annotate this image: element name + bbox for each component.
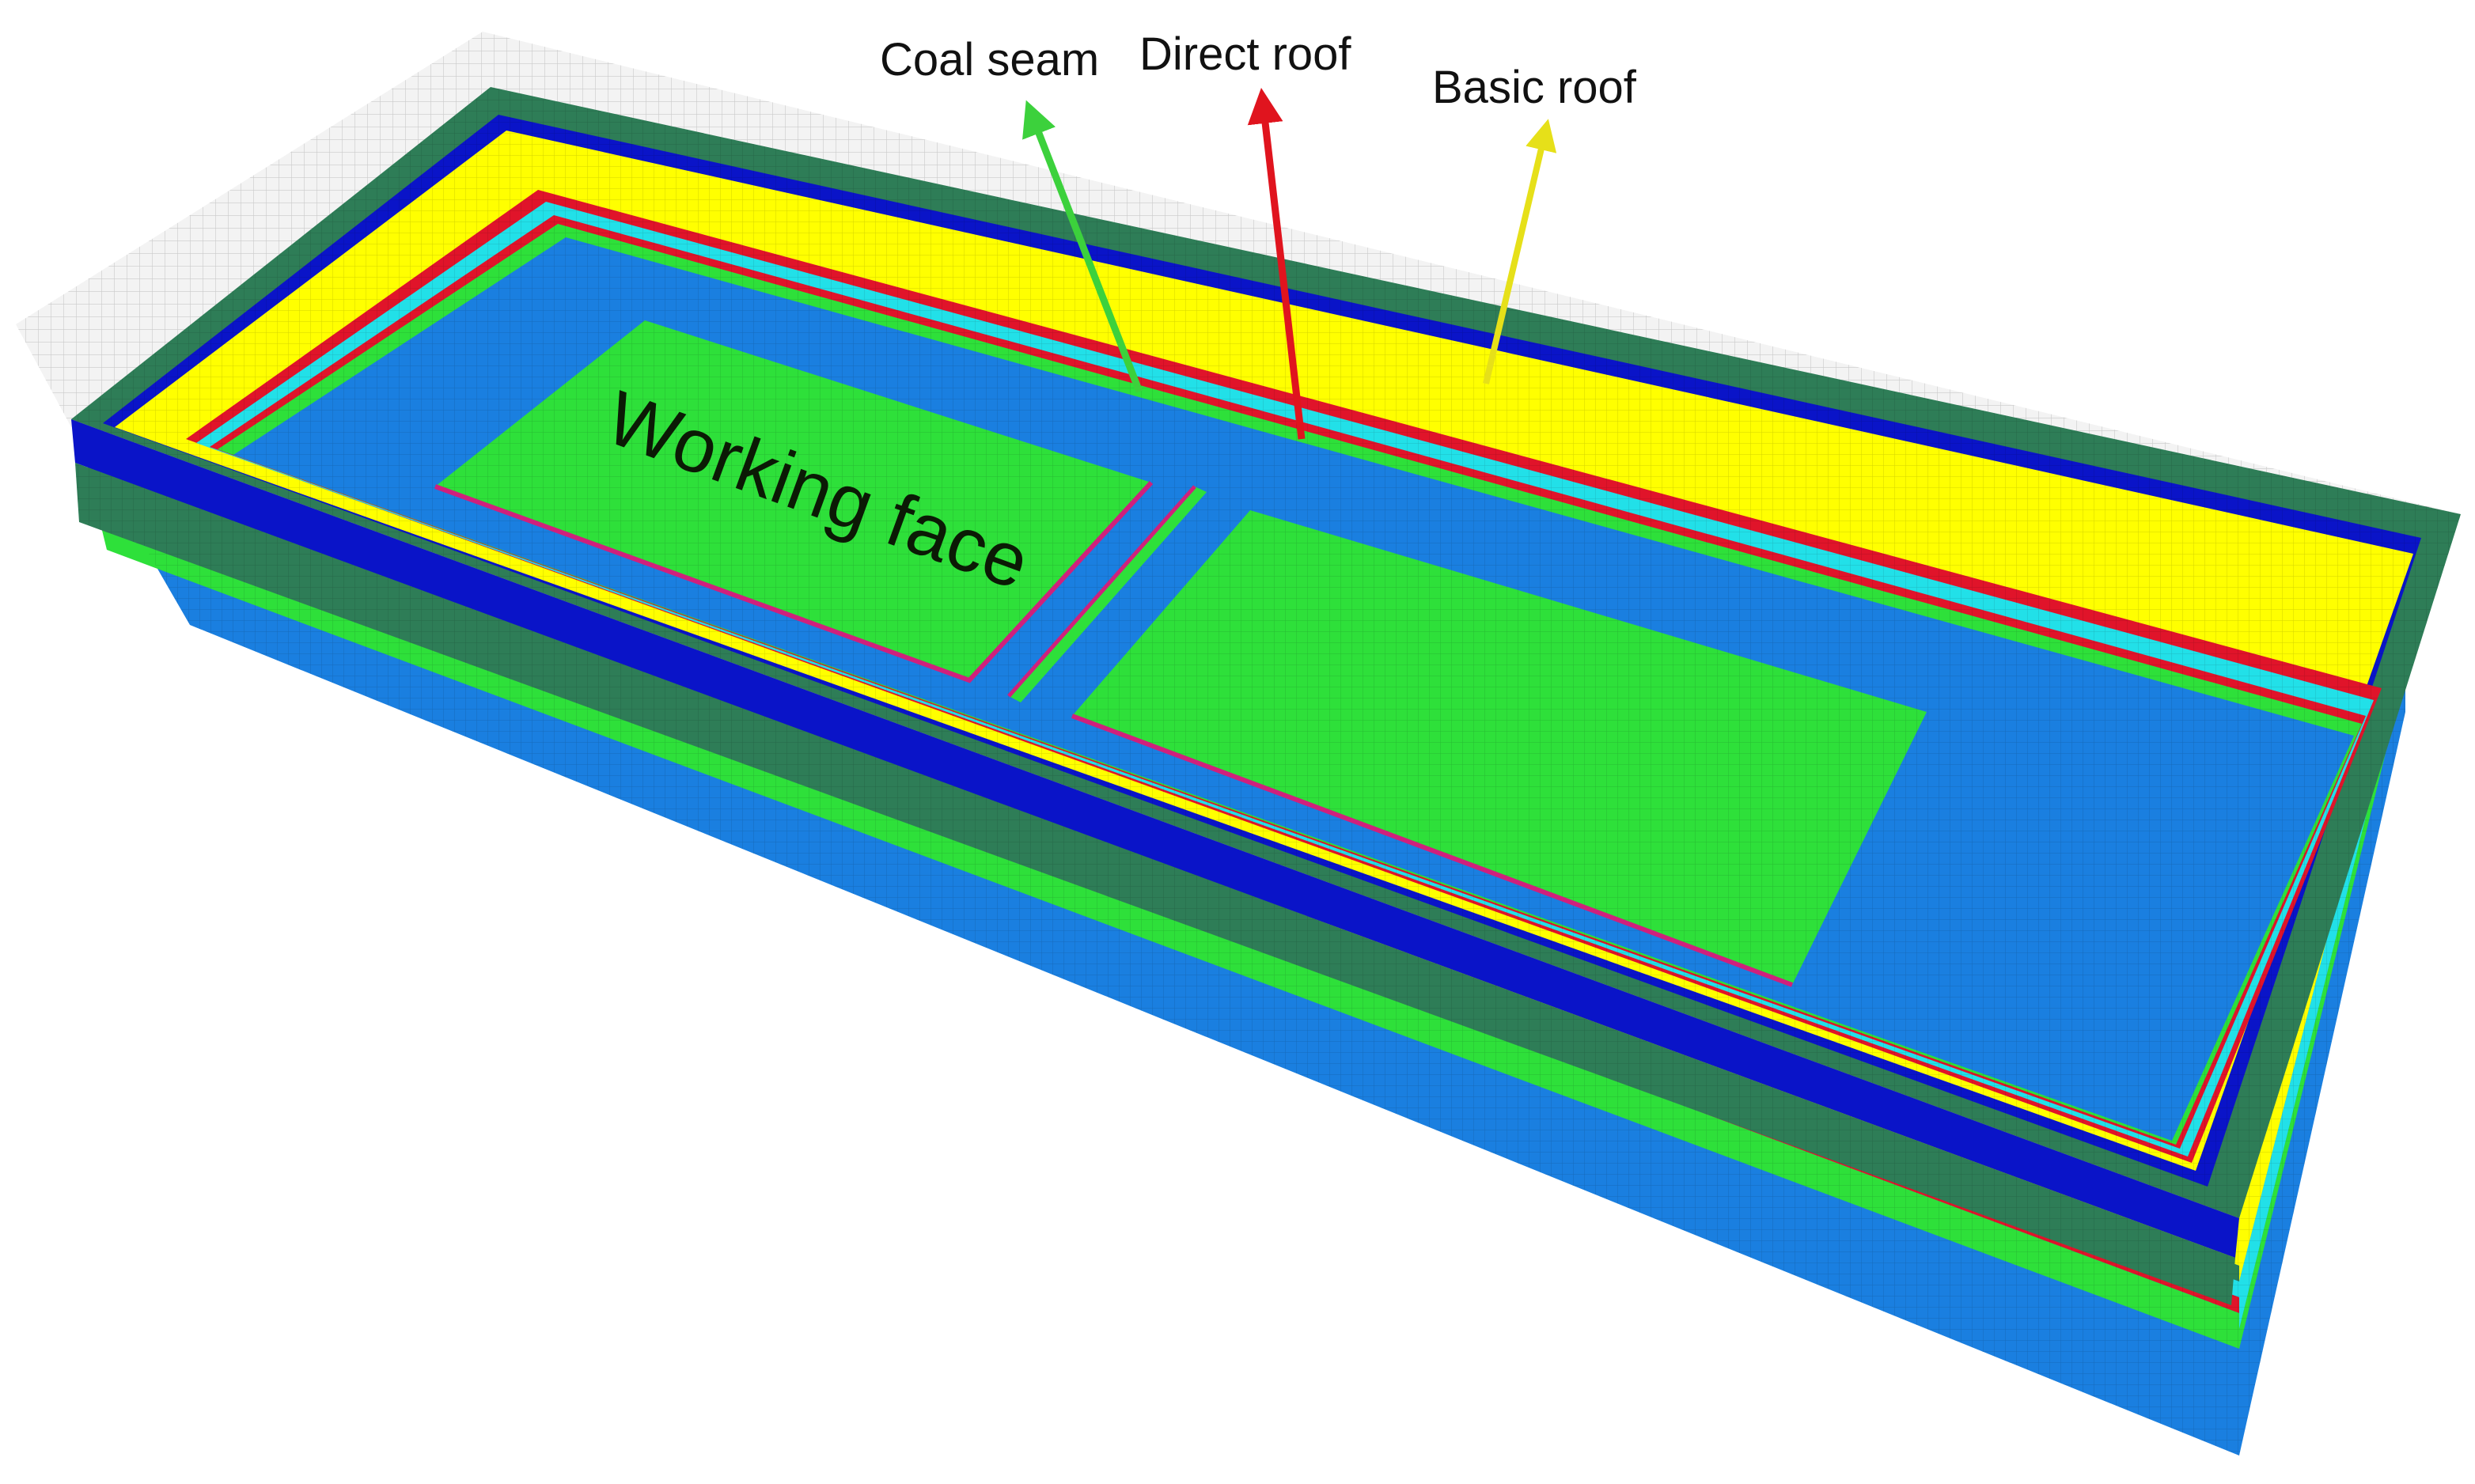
near-wall	[71, 419, 2239, 1305]
direct-roof-label: Direct roof	[1139, 28, 1351, 80]
coal-seam-arrow	[1022, 100, 1143, 393]
working-face-panel-left	[434, 320, 1154, 683]
coal-seam-label: Coal seam	[880, 34, 1099, 85]
direct-roof-arrow	[1247, 88, 1306, 440]
working-face-panel-right	[1071, 510, 1927, 987]
basic-roof-label: Basic roof	[1432, 62, 1637, 113]
basic-roof-arrow	[1483, 119, 1557, 384]
roadway-strip	[1007, 485, 1207, 702]
